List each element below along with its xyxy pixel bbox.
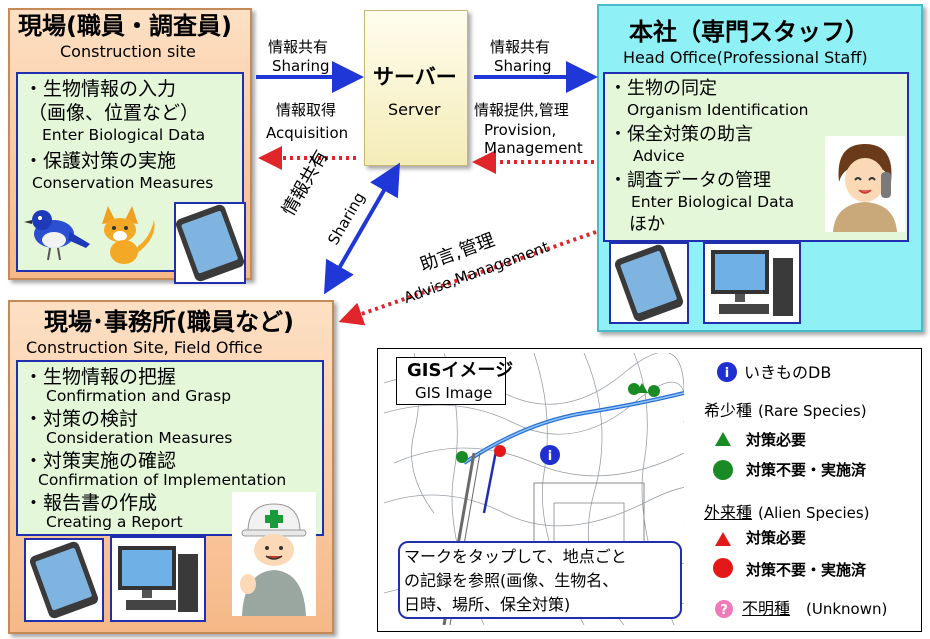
svg-text:i: i (548, 449, 552, 464)
green-triangle-icon (715, 432, 731, 446)
fo-item-3-en: Confirmation of Implementation (38, 471, 287, 489)
legend-rare-title: 希少種 (704, 401, 753, 420)
fo-smartphone-frame (24, 538, 104, 622)
provision-ja: 情報提供,管理 (474, 101, 569, 119)
share-right-en: Sharing (494, 57, 552, 75)
callout-line-3: 日時、場所、保全対策) (404, 595, 571, 614)
legend-unknown: 不明種 (742, 599, 791, 618)
legend-rare-done: 対策不要・実施済 (746, 461, 867, 479)
fox-illustration (102, 206, 155, 264)
ho-item-1-en: Organism Identification (627, 101, 809, 119)
construction-site-title-ja: 現場(職員・調査員) (18, 12, 232, 40)
red-triangle-icon (715, 532, 731, 546)
share-left-ja: 情報共有 (268, 38, 329, 56)
callout-line-1: マークをタップして、地点ごと (404, 547, 627, 566)
head-office-inner: ・生物の同定 Organism Identification ・保全対策の助言 … (603, 72, 909, 242)
smartphone-icon (29, 541, 99, 619)
green-circle-icon (713, 460, 733, 480)
gis-legend: i いきものDB 希少種 (Rare Species) 対策必要 対策不要・実施… (700, 359, 920, 629)
field-office-panel: 現場･事務所(職員など) Construction Site, Field Of… (8, 300, 334, 634)
legend-rare-en: (Rare Species) (758, 402, 867, 420)
ho-item-3-ja: ・調査データの管理 (609, 170, 771, 191)
unknown-question-icon: ? (715, 600, 733, 618)
construction-site-panel: 現場(職員・調査員) Construction site ・生物情報の入力 （画… (8, 8, 252, 284)
legend-db-label: いきものDB (744, 363, 832, 382)
ho-smartphone-frame (609, 242, 689, 324)
site-smartphone-frame (174, 202, 246, 284)
acquisition-ja: 情報取得 (276, 101, 337, 119)
arrow-server-fieldoffice (324, 162, 400, 295)
worker-illustration (232, 492, 316, 616)
gis-title-box: GISイメージ GIS Image (396, 357, 513, 405)
fo-item-2-ja: ・対策の検討 (24, 408, 139, 430)
legend-alien-needed: 対策必要 (746, 529, 807, 547)
site-item-1-ja: ・生物情報の入力 (24, 78, 177, 100)
ho-desktop-frame (703, 242, 801, 324)
operator-illustration (825, 136, 905, 232)
server-box: サーバー Server (364, 10, 468, 166)
head-office-title-en: Head Office(Professional Staff) (623, 48, 868, 67)
field-office-title-en: Construction Site, Field Office (26, 338, 263, 357)
server-title-en: Server (388, 100, 441, 119)
server-title-ja: サーバー (373, 65, 457, 89)
legend-alien-en: (Alien Species) (758, 504, 870, 522)
arrow-ho-to-fieldoffice (338, 230, 597, 326)
legend-alien-done: 対策不要・実施済 (746, 561, 867, 579)
smartphone-icon (614, 244, 684, 322)
head-office-panel: 本社（専門スタッフ） Head Office(Professional Staf… (597, 4, 923, 332)
legend-unknown-en: (Unknown) (806, 600, 888, 618)
fo-item-1-ja: ・生物情報の把握 (24, 366, 177, 388)
ho-item-3-en: Enter Biological Data (631, 193, 795, 211)
site-item-2-ja: ・保護対策の実施 (24, 150, 177, 172)
ho-item-2-ja: ・保全対策の助言 (609, 124, 753, 145)
desktop-pc-icon (711, 250, 793, 316)
desktop-pc-icon (118, 546, 198, 612)
legend-alien-title: 外来種 (704, 503, 753, 522)
ho-item-2-en: Advice (633, 147, 685, 165)
field-office-title-ja: 現場･事務所(職員など) (44, 308, 294, 336)
construction-site-title-en: Construction site (60, 42, 196, 61)
site-item-2-en: Conservation Measures (32, 174, 214, 192)
ho-item-1-ja: ・生物の同定 (609, 78, 717, 99)
acquisition-en: Acquisition (266, 124, 349, 142)
bird-illustration (24, 210, 90, 261)
red-circle-icon (713, 558, 733, 578)
provision-en2: Management (484, 139, 583, 157)
gis-title-en: GIS Image (415, 384, 493, 402)
fo-item-3-ja: ・対策実施の確認 (24, 450, 177, 472)
fo-desktop-frame (110, 536, 206, 622)
gis-title-ja: GISイメージ (407, 360, 514, 381)
site-item-1-ja2: （画像、位置など） (28, 102, 200, 124)
share-left-en: Sharing (272, 57, 330, 75)
ho-etc: ほか (629, 214, 665, 235)
gis-panel: i GISイメージ GIS Image マークをタップして、地点ごと の記録を参… (377, 348, 922, 632)
db-info-icon: i (717, 362, 737, 382)
provision-en1: Provision, (484, 121, 557, 139)
fo-item-2-en: Consideration Measures (46, 429, 233, 447)
fo-item-1-en: Confirmation and Grasp (46, 387, 232, 405)
legend-rare-needed: 対策必要 (746, 431, 807, 449)
construction-site-inner: ・生物情報の入力 （画像、位置など） Enter Biological Data… (16, 72, 246, 284)
fo-item-4-ja: ・報告書の作成 (24, 492, 158, 514)
svg-text:?: ? (720, 603, 728, 618)
fo-item-4-en: Creating a Report (46, 513, 183, 531)
svg-text:i: i (725, 366, 729, 381)
share-right-ja: 情報共有 (490, 38, 551, 56)
head-office-title-ja: 本社（専門スタッフ） (629, 18, 869, 46)
smartphone-icon (175, 204, 245, 282)
gis-callout: マークをタップして、地点ごと の記録を参照(画像、生物名、 日時、場所、保全対策… (398, 541, 682, 619)
site-item-1-en: Enter Biological Data (42, 126, 206, 144)
callout-line-2: の記録を参照(画像、生物名、 (404, 571, 619, 590)
